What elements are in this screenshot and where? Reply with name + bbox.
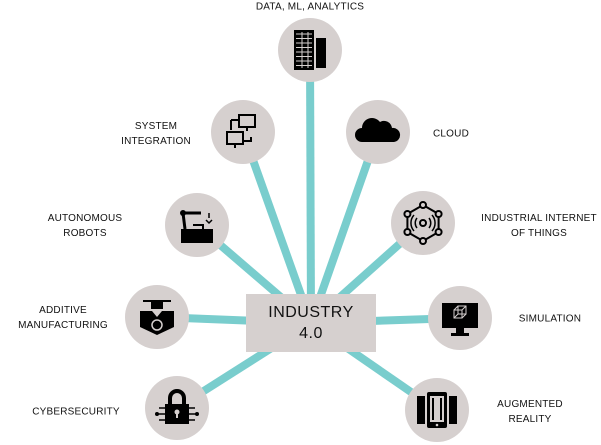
network-signal-icon xyxy=(403,201,443,245)
label-line: MANUFACTURING xyxy=(18,320,108,331)
node-simulation xyxy=(428,286,492,350)
circuit-lock-icon xyxy=(155,389,199,424)
label-line: DATA, ML, ANALYTICS xyxy=(255,1,365,13)
label-line: ROBOTS xyxy=(63,228,107,239)
connected-monitors-icon xyxy=(226,114,256,148)
node-iiot xyxy=(391,191,455,255)
node-cyber xyxy=(145,376,209,440)
node-robots xyxy=(165,193,229,257)
label-line: REALITY xyxy=(508,414,552,425)
label-line: SIMULATION xyxy=(518,313,582,325)
3d-printer-icon xyxy=(140,300,174,335)
server-towers-icon xyxy=(294,30,326,70)
label-line: AUGMENTED xyxy=(497,399,563,410)
label-system: SYSTEM INTEGRATION xyxy=(121,119,191,149)
node-data xyxy=(278,18,342,82)
label-line: AUTONOMOUS xyxy=(47,213,123,224)
label-iiot: INDUSTRIAL INTERNET OF THINGS xyxy=(481,211,597,241)
connector-cloud xyxy=(307,130,382,325)
label-data: DATA, ML, ANALYTICS xyxy=(256,0,364,15)
cloud-icon xyxy=(355,118,401,142)
node-cloud xyxy=(346,100,410,164)
label-cloud: CLOUD xyxy=(433,127,469,142)
label-line: ADDITIVE xyxy=(39,305,87,316)
label-robots: AUTONOMOUS ROBOTS xyxy=(48,211,123,241)
connector-system xyxy=(239,130,315,325)
label-line: OF THINGS xyxy=(510,228,568,239)
monitor-cube-icon xyxy=(442,303,478,336)
hub-version: 4.0 xyxy=(299,325,323,342)
phone-ar-icon xyxy=(417,392,457,428)
node-additive xyxy=(125,285,189,349)
hub-title: INDUSTRY xyxy=(268,304,354,321)
robot-arm-icon xyxy=(180,210,213,243)
label-simulation: SIMULATION xyxy=(519,312,581,327)
node-system xyxy=(211,100,275,164)
label-ar: AUGMENTED REALITY xyxy=(497,397,563,427)
connector-data xyxy=(306,49,315,324)
label-line: CYBERSECURITY xyxy=(32,406,120,418)
label-line: INTEGRATION xyxy=(121,136,191,147)
label-cyber: CYBERSECURITY xyxy=(32,405,120,420)
label-additive: ADDITIVE MANUFACTURING xyxy=(18,303,108,333)
node-ar xyxy=(405,378,469,442)
node-circle xyxy=(391,191,455,255)
label-line: SYSTEM xyxy=(134,121,178,132)
hub-box: INDUSTRY 4.0 xyxy=(246,294,376,352)
label-line: CLOUD xyxy=(432,128,470,140)
label-line: INDUSTRIAL INTERNET xyxy=(481,213,597,224)
